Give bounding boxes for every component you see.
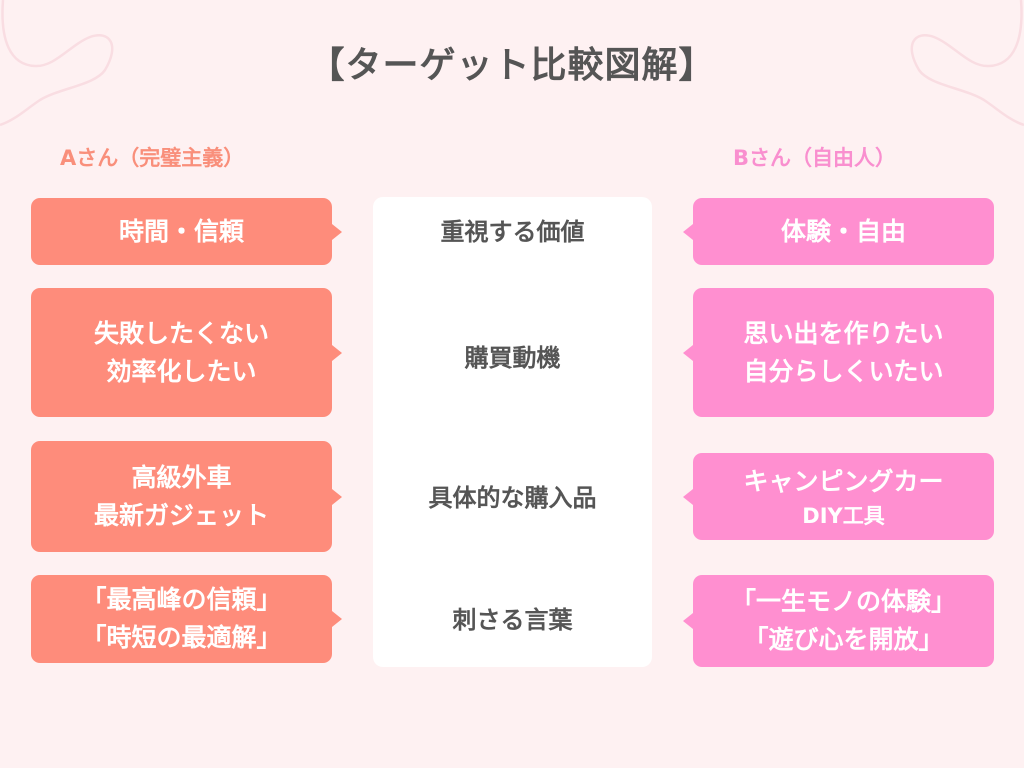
box-text-line-2: DIY工具 xyxy=(802,503,885,528)
category-label-motive: 購買動機 xyxy=(464,344,561,372)
persona-b-motive-box: 思い出を作りたい 自分らしくいたい xyxy=(683,288,994,417)
page-title: 【ターゲット比較図解】 xyxy=(308,45,716,86)
box-text-line-2: 効率化したい xyxy=(106,356,257,386)
category-label-phrase: 刺さる言葉 xyxy=(452,606,573,634)
box-text-line-2: 最新ガジェット xyxy=(93,500,269,530)
persona-b-purchase-box: キャンピングカー DIY工具 xyxy=(683,453,994,540)
box-text-line-2: 自分らしくいたい xyxy=(743,356,944,386)
persona-b-value-box: 体験・自由 xyxy=(683,198,994,265)
box-text-line-1: 失敗したくない xyxy=(93,318,269,348)
box-text-line-1: 思い出を作りたい xyxy=(743,318,944,348)
persona-a-phrase-box: 「最高峰の信頼」 「時短の最適解」 xyxy=(31,575,342,663)
box-text: 時間・信頼 xyxy=(118,216,244,246)
persona-a-purchase-box: 高級外車 最新ガジェット xyxy=(31,441,342,552)
box-text-line-1: 高級外車 xyxy=(131,462,232,492)
category-label-value: 重視する価値 xyxy=(440,218,585,246)
persona-a-value-box: 時間・信頼 xyxy=(31,198,342,265)
persona-b-heading: Bさん（自由人） xyxy=(733,146,897,170)
box-text-line-2: 「遊び心を開放」 xyxy=(743,625,944,654)
persona-a-motive-box: 失敗したくない 効率化したい xyxy=(31,288,342,417)
persona-b-phrase-box: 「一生モノの体験」 「遊び心を開放」 xyxy=(683,575,994,667)
category-panel xyxy=(373,197,652,667)
box-text-line-2: 「時短の最適解」 xyxy=(81,623,282,652)
box-text-line-1: 「一生モノの体験」 xyxy=(730,587,956,616)
box-text: 体験・自由 xyxy=(780,216,906,246)
category-label-purchase: 具体的な購入品 xyxy=(428,484,597,512)
box-text-line-1: キャンピングカー xyxy=(743,466,944,496)
persona-a-heading: Aさん（完璧主義） xyxy=(60,146,245,170)
box-text-line-1: 「最高峰の信頼」 xyxy=(81,585,282,614)
